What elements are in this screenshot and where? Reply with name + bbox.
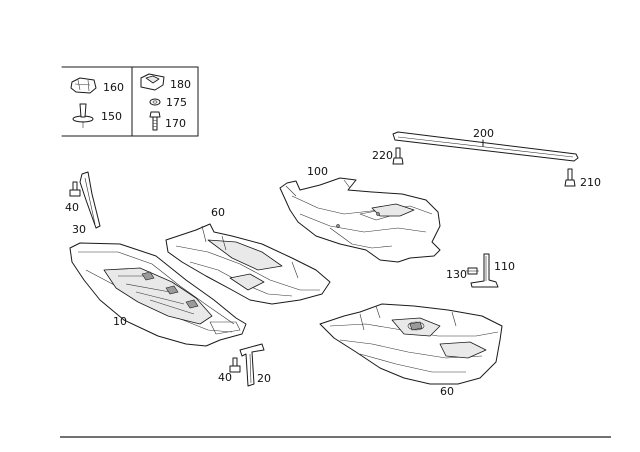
- push-rivet-icon: [72, 103, 94, 128]
- bolt-part-220: [392, 147, 404, 165]
- shield-part-60-upper: [165, 223, 331, 305]
- shield-part-60-lower: [319, 303, 503, 385]
- callout-200: 200: [473, 127, 494, 140]
- legend-label-175: 175: [166, 96, 187, 109]
- legend-label-150: 150: [101, 110, 122, 123]
- callout-220: 220: [372, 149, 393, 162]
- callout-40-upper: 40: [65, 201, 79, 214]
- callout-30: 30: [72, 223, 86, 236]
- callout-40-lower: 40: [218, 371, 232, 384]
- callout-60-upper: 60: [211, 206, 225, 219]
- legend-label-170: 170: [165, 117, 186, 130]
- callout-60-lower: 60: [440, 385, 454, 398]
- strut-part-200: [392, 131, 579, 162]
- legend-label-160: 160: [103, 81, 124, 94]
- fastener-legend: 160 150 180 175 170: [61, 66, 199, 137]
- clip-nut-icon: [70, 77, 97, 94]
- bracket-part-110: [470, 253, 499, 288]
- washer-icon: [149, 98, 161, 106]
- bolt-icon: [149, 111, 161, 131]
- bolt-part-130: [466, 267, 479, 275]
- callout-110: 110: [494, 260, 515, 273]
- callout-130: 130: [446, 268, 467, 281]
- panel-part-10: [69, 242, 247, 347]
- callout-10: 10: [113, 315, 127, 328]
- bolt-part-40-lower: [229, 357, 241, 373]
- legend-label-180: 180: [170, 78, 191, 91]
- callout-210: 210: [580, 176, 601, 189]
- square-nut-icon: [140, 73, 165, 91]
- callout-20: 20: [257, 372, 271, 385]
- callout-100: 100: [307, 165, 328, 178]
- cover-part-100: [279, 177, 441, 263]
- bracket-part-20: [239, 343, 265, 387]
- bolt-part-40-upper: [69, 181, 81, 197]
- bolt-part-210: [564, 168, 576, 187]
- bracket-part-30: [79, 171, 101, 229]
